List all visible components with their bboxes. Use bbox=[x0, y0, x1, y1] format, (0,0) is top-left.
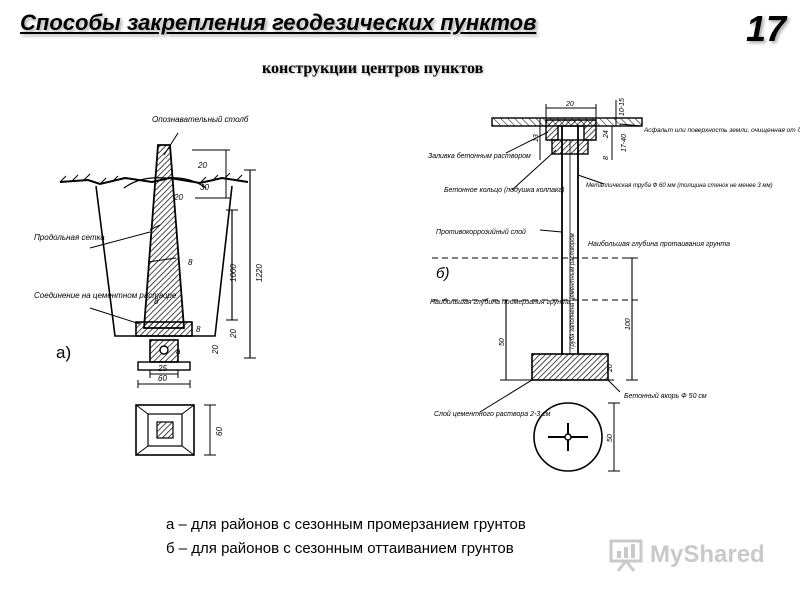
asphalt-label: Асфальт или поверхность земли, очищенная… bbox=[643, 126, 800, 134]
dim-a-25: 25 bbox=[157, 364, 167, 373]
diagram-b-marker: б) bbox=[436, 265, 449, 282]
diagram-a-labels: Опознавательный столб Продольная сетка С… bbox=[34, 115, 264, 436]
dim-a-small: а bbox=[176, 347, 181, 356]
post-a bbox=[143, 144, 185, 329]
dim-b-8: 8 bbox=[603, 156, 610, 160]
grid-label: Продольная сетка bbox=[34, 233, 105, 242]
dim-a-30: 30 bbox=[200, 183, 209, 192]
slide-subtitle: конструкции центров пунктов bbox=[262, 60, 484, 77]
caption-b: б – для районов с сезонным оттаиванием г… bbox=[166, 540, 514, 557]
dim-a-1000: 1000 bbox=[229, 264, 238, 282]
dim-b-50: 50 bbox=[499, 338, 506, 346]
diagram-a bbox=[59, 132, 256, 456]
cement-label: Слой цементного раствора 2-3 см bbox=[434, 410, 551, 418]
dim-b-24: 24 bbox=[603, 130, 610, 139]
pipe-label: Металлическая труба Ф 60 мм (толщина сте… bbox=[586, 183, 773, 189]
dim-b-100: 100 bbox=[625, 318, 632, 330]
slide-number: 17 bbox=[745, 8, 787, 49]
pipe-vertical-label: Труба заполнена цементным раствором bbox=[570, 233, 576, 350]
grid-line-a2 bbox=[147, 257, 177, 263]
fill-label: Заливка бетонным раствором bbox=[428, 152, 531, 160]
watermark-text: MyShared bbox=[650, 541, 765, 568]
dim-b-20-anchor: 20 bbox=[607, 364, 614, 373]
dim-a-20-mid: 20 bbox=[173, 193, 183, 202]
plan-outer-a bbox=[135, 404, 195, 456]
dim-a-60: 60 bbox=[158, 374, 167, 383]
slide-title: Способы закрепления геодезических пункто… bbox=[20, 10, 537, 35]
myshared-watermark: MyShared bbox=[608, 537, 778, 573]
presentation-icon bbox=[609, 539, 643, 572]
dim-a-20-low: 20 bbox=[229, 329, 238, 339]
dim-b-20-top: 20 bbox=[565, 101, 574, 108]
ring-label: Бетонное кольцо (подушка колпака) bbox=[444, 186, 565, 194]
anticor-label: Противокоррозийный слой bbox=[436, 228, 526, 236]
dim-a-total: 1220 bbox=[255, 264, 264, 282]
rebar-label: 8 bbox=[188, 258, 193, 267]
ground-hatch-a bbox=[59, 172, 243, 185]
dim-a-8a: 8 bbox=[154, 297, 159, 306]
plan-core-a bbox=[156, 421, 174, 439]
anchor-label: Бетонный якорь Ф 50 см bbox=[624, 392, 707, 400]
dim-b-10-15: 10-15 bbox=[619, 98, 626, 116]
cap-b bbox=[545, 119, 597, 141]
ground-line-a bbox=[59, 176, 249, 186]
diagram-a-marker: а) bbox=[56, 343, 71, 362]
joint-label: Соединение на цементном растворе bbox=[34, 291, 177, 300]
post-label: Опознавательный столб bbox=[152, 115, 249, 124]
mark-a bbox=[159, 345, 169, 355]
thaw-label: Наибольшая глубина протаивания грунта bbox=[588, 240, 730, 248]
dim-b-50-circle: 50 bbox=[607, 434, 614, 442]
grid-line-a1 bbox=[149, 224, 161, 231]
dim-b-13: 13 bbox=[533, 134, 540, 142]
slab-a bbox=[135, 321, 193, 337]
diagram-b-labels: Заливка бетонным раствором Бетонное коль… bbox=[428, 98, 800, 442]
dim-a-20-bot: 20 bbox=[211, 345, 220, 355]
dim-a-20-top: 20 bbox=[197, 161, 207, 170]
plan-inner-a bbox=[147, 413, 183, 447]
caption-a: а – для районов с сезонным промерзанием … bbox=[166, 516, 526, 533]
plate-a bbox=[137, 361, 191, 371]
freeze-label: Наибольшая глубина промерзания грунта bbox=[430, 298, 571, 306]
anchor-plan-b bbox=[533, 402, 603, 472]
diagram-b bbox=[432, 100, 643, 472]
anchor-b bbox=[531, 353, 609, 381]
dim-a-8b: 8 bbox=[196, 325, 201, 334]
dim-b-17-40: 17-40 bbox=[621, 134, 628, 152]
dim-a-60v: 60 bbox=[215, 427, 224, 436]
